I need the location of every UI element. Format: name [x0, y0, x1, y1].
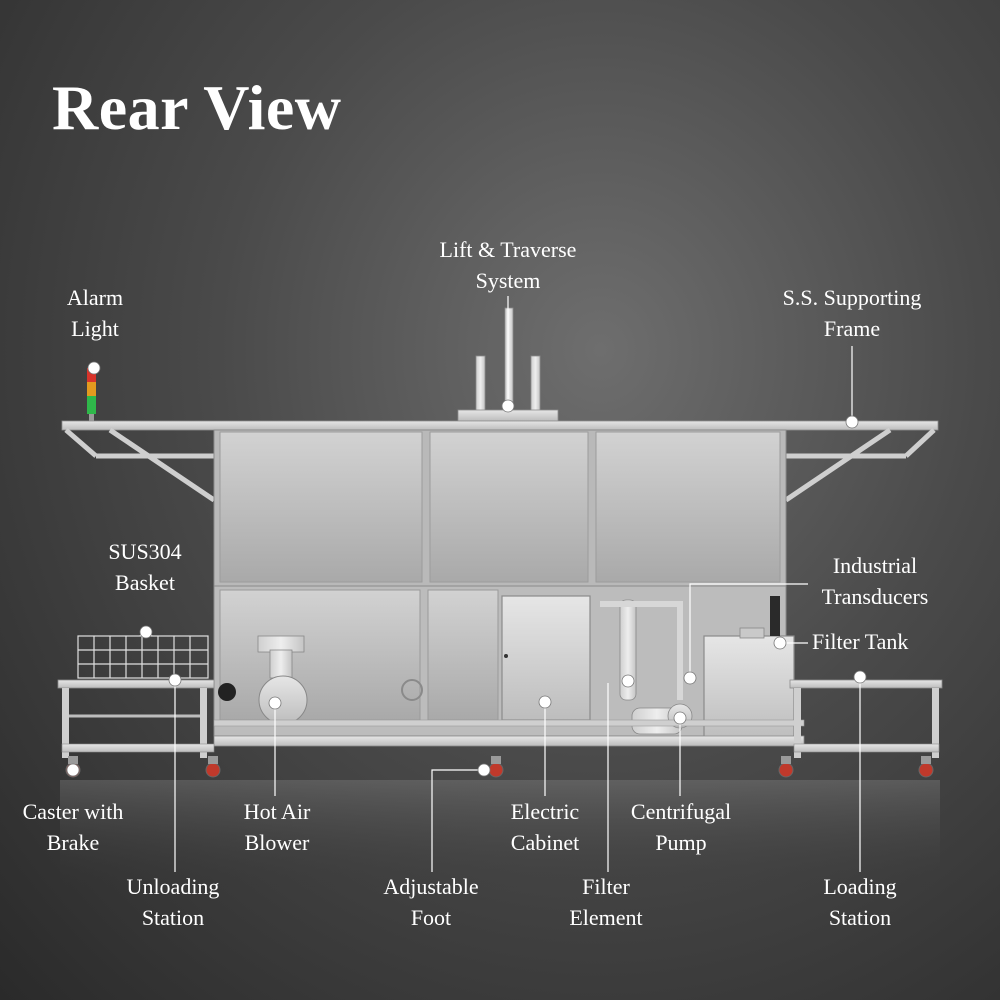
dot-loading-station	[853, 670, 867, 684]
casters	[65, 756, 934, 778]
dot-adjustable-foot	[477, 763, 491, 777]
dot-supporting-frame	[845, 415, 859, 429]
unloading-station-table	[57, 679, 215, 758]
leader-industrial-transducers	[689, 583, 808, 676]
hot-air-blower	[218, 635, 423, 725]
sus304-basket	[77, 630, 209, 679]
floor-reflection	[60, 780, 940, 890]
label-filter-tank: Filter Tank	[812, 629, 909, 654]
base-frame	[213, 719, 805, 747]
dot-caster-with-brake	[66, 763, 80, 777]
dot-lift-traverse	[501, 399, 515, 413]
dot-sus304-basket	[139, 625, 153, 639]
dot-industrial-transducers	[683, 671, 697, 685]
page-title: Rear View	[52, 72, 342, 143]
dot-alarm-light	[87, 361, 101, 375]
loading-station-table	[789, 679, 943, 758]
dot-filter-element	[621, 674, 635, 688]
filter-element	[600, 599, 683, 701]
leader-adjustable-foot	[431, 769, 484, 872]
dot-filter-tank	[773, 636, 787, 650]
alarm-light-tower	[87, 368, 96, 423]
dot-electric-cabinet	[538, 695, 552, 709]
callout-dots	[66, 361, 867, 777]
leader-lines	[174, 296, 861, 872]
dot-centrifugal-pump	[673, 711, 687, 725]
dot-unloading-station	[168, 673, 182, 687]
dot-hot-air-blower	[268, 696, 282, 710]
upper-tank-panels	[213, 429, 787, 587]
